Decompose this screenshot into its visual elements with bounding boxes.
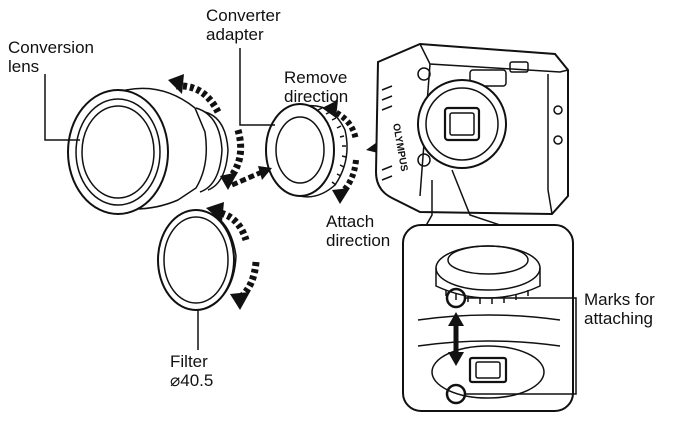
- label-conversion-lens: Conversion lens: [8, 38, 94, 76]
- label-remove-direction: Remove direction: [284, 68, 349, 106]
- adapter-leader: [239, 48, 275, 126]
- lens-rotation-arrows: [168, 74, 245, 190]
- marks-leader: [465, 297, 577, 395]
- label-marks-for-attaching: Marks for attaching: [584, 290, 655, 328]
- adapter-rotation-arrows: [322, 100, 359, 204]
- filter-rotation-arrows: [206, 202, 260, 310]
- filter-illustration: [157, 209, 237, 311]
- label-attach-direction: Attach direction: [326, 212, 391, 250]
- label-filter: Filter ⌀40.5: [170, 352, 214, 390]
- camera-illustration: [374, 42, 569, 216]
- label-converter-adapter: Converter adapter: [206, 6, 281, 44]
- converter-adapter-illustration: [265, 103, 348, 198]
- conversion-lens-illustration: [67, 87, 229, 215]
- conversion-lens-leader: [44, 74, 80, 141]
- inset-detail-box: [402, 224, 574, 412]
